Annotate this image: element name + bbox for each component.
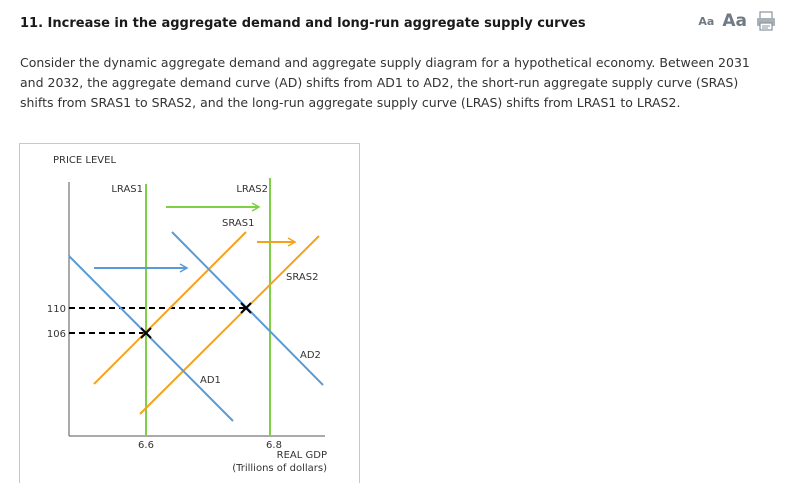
question-intro: Consider the dynamic aggregate demand an…	[20, 55, 750, 110]
question-title: 11. Increase in the aggregate demand and…	[20, 16, 586, 31]
ad1-label: AD1	[200, 375, 221, 386]
equilibrium-1-marker	[140, 327, 152, 339]
print-icon[interactable]	[755, 10, 777, 32]
y-tick-106: 106	[47, 329, 66, 340]
sras2-curve	[139, 235, 320, 415]
y-axis-title: PRICE LEVEL	[53, 155, 116, 166]
sras1-curve	[93, 231, 247, 385]
x-tick-6-6: 6.6	[138, 440, 154, 451]
y-tick-110: 110	[47, 304, 66, 315]
lras2-label: LRAS2	[236, 184, 268, 195]
x-axis-units: (Trillions of dollars)	[232, 463, 327, 474]
x-tick-6-8: 6.8	[266, 440, 282, 451]
increase-font-button[interactable]: Aa	[722, 11, 747, 31]
font-size-tools: Aa Aa	[698, 10, 777, 32]
ad2-label: AD2	[300, 350, 321, 361]
decrease-font-button[interactable]: Aa	[698, 14, 715, 28]
sras1-label: SRAS1	[222, 218, 254, 229]
ad-as-graph: PRICE LEVEL 110 106 6.6 6.8 REAL GDP (Tr…	[47, 155, 327, 474]
graph-panel: PRICE LEVEL 110 106 6.6 6.8 REAL GDP (Tr…	[19, 143, 360, 483]
equilibrium-2-marker	[240, 302, 252, 314]
x-axis-title: REAL GDP	[277, 450, 327, 461]
lras1-label: LRAS1	[111, 184, 143, 195]
sras2-label: SRAS2	[286, 272, 318, 283]
ad1-curve	[68, 255, 234, 422]
